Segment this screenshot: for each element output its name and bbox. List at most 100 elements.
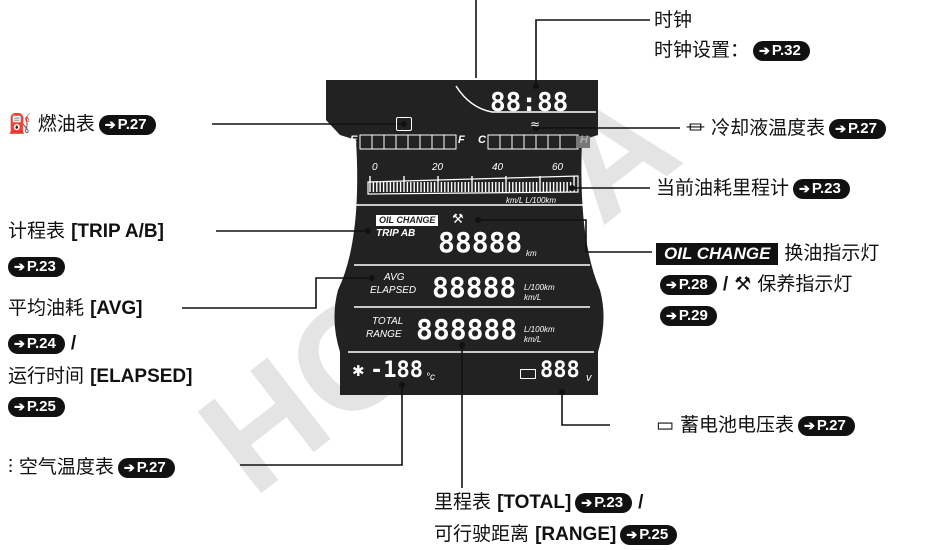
- arrow-icon: ➔: [666, 276, 677, 292]
- trip-ref-text: P.23: [26, 257, 56, 275]
- range-label: 可行驶距离 [RANGE]➔P.25: [434, 522, 678, 547]
- avg-cn-text: 平均油耗: [8, 297, 85, 319]
- slash-1: /: [722, 274, 729, 295]
- snowflake-icon: ✱: [352, 362, 365, 380]
- range-indicator: RANGE: [366, 329, 402, 340]
- current-fuel-label: 当前油耗里程计➔P.23: [656, 176, 850, 200]
- oil-change-box: OIL CHANGE: [656, 243, 779, 265]
- total-unit-lkm: L/100km: [524, 325, 555, 334]
- thermometer-icon: ⫶: [8, 456, 13, 478]
- avg-label: 平均油耗 [AVG]: [8, 296, 142, 321]
- oil-change-text: 换油指示灯: [784, 242, 880, 264]
- trip-ref-row: ➔P.23: [4, 254, 65, 278]
- elapsed-ref-row: ➔P.25: [4, 394, 65, 418]
- oil-ref[interactable]: ➔P.28: [660, 274, 717, 295]
- coolant-ref-text: P.27: [847, 119, 877, 137]
- trip-ref[interactable]: ➔P.23: [8, 256, 65, 277]
- scale-0: 0: [372, 162, 378, 173]
- range-en-text: [RANGE]: [535, 524, 617, 545]
- oil-change-indicator: OIL CHANGE: [376, 215, 439, 226]
- clock-set-ref[interactable]: ➔P.32: [753, 40, 810, 61]
- arrow-icon: ➔: [104, 116, 116, 132]
- battery-unit: v: [586, 372, 592, 384]
- arrow-icon: ➔: [14, 398, 25, 414]
- arrow-icon: ➔: [14, 335, 25, 351]
- trip-label: 计程表 [TRIP A/B]: [8, 219, 164, 244]
- fuel-gauge-bar: [359, 134, 457, 150]
- avg-ref-row: ➔P.24 /: [4, 331, 76, 356]
- scale-40: 40: [492, 162, 504, 173]
- total-en-text: [TOTAL]: [497, 492, 572, 513]
- avg-ref-text: P.24: [26, 334, 56, 352]
- air-ref[interactable]: ➔P.27: [117, 457, 175, 478]
- oil-ref-text: P.28: [678, 275, 708, 293]
- clock-set-label: 时钟设置：➔P.32: [654, 38, 810, 62]
- temp-h-label: H: [580, 134, 588, 146]
- maintenance-label: ➔P.28 / ⚒ 保养指示灯: [656, 272, 852, 297]
- clock-set-text: 时钟设置：: [654, 39, 750, 61]
- fuel-f-label: F: [458, 134, 465, 146]
- avg-ref[interactable]: ➔P.24: [8, 333, 65, 354]
- fuel-ref[interactable]: ➔P.27: [98, 114, 156, 135]
- battery-icon-display: [520, 369, 536, 379]
- current-fuel-ref[interactable]: ➔P.23: [793, 178, 850, 199]
- trip-cn-text: 计程表: [8, 220, 66, 242]
- arrow-icon: ➔: [835, 120, 846, 136]
- maint-ref-row: ➔P.29: [656, 303, 717, 327]
- arrow-icon: ➔: [799, 180, 810, 196]
- fuel-pump-icon: ⛽: [8, 113, 32, 135]
- arrow-icon: ➔: [759, 42, 770, 58]
- instant-fuel-scale: [367, 175, 579, 195]
- trip-digits: 88888: [438, 226, 523, 259]
- temp-c-label: C: [478, 134, 486, 146]
- air-temp-text: 空气温度表: [18, 456, 114, 478]
- leader-dots: [365, 83, 575, 395]
- total-digits: 888888: [416, 313, 518, 346]
- arrow-icon: ➔: [123, 459, 135, 475]
- air-temp-digits: -188: [370, 358, 423, 383]
- total-ref-text: P.23: [594, 493, 624, 511]
- total-label: 里程表 [TOTAL]➔P.23 /: [434, 490, 643, 515]
- battery-ref-text: P.27: [816, 416, 846, 434]
- arrow-icon: ➔: [14, 258, 25, 274]
- elapsed-en-text: [ELAPSED]: [90, 366, 193, 387]
- total-indicator: TOTAL: [372, 316, 404, 327]
- maint-ref[interactable]: ➔P.29: [660, 305, 717, 326]
- avg-digits: 88888: [432, 271, 517, 304]
- current-fuel-ref-text: P.23: [811, 179, 841, 197]
- arrow-icon: ➔: [804, 417, 815, 433]
- fuel-pump-icon: [396, 117, 412, 131]
- air-ref-text: P.27: [136, 458, 166, 476]
- coolant-text: 冷却液温度表: [711, 117, 826, 139]
- arrow-icon: ➔: [581, 494, 593, 510]
- air-temp-label: ⫶ 空气温度表➔P.27: [8, 455, 175, 479]
- air-temp-unit: °c: [426, 372, 435, 383]
- scale-20: 20: [432, 162, 444, 173]
- maint-ref-text: P.29: [678, 306, 708, 324]
- slash-3: /: [638, 492, 644, 513]
- wrench-icon: ⚒: [452, 212, 464, 227]
- coolant-temp-icon: ⏛: [686, 117, 706, 139]
- wrench-icon: ⚒: [734, 273, 752, 295]
- scale-60: 60: [552, 162, 564, 173]
- trip-ab-indicator: TRIP AB: [376, 228, 416, 239]
- coolant-ref[interactable]: ➔P.27: [829, 118, 886, 139]
- leader-lines: [182, 0, 680, 488]
- total-unit-kml: km/L: [524, 335, 542, 344]
- elapsed-ref[interactable]: ➔P.25: [8, 396, 65, 417]
- total-ref[interactable]: ➔P.23: [575, 492, 633, 513]
- range-ref[interactable]: ➔P.25: [620, 524, 678, 545]
- battery-text: 蓄电池电压表: [680, 414, 795, 436]
- avg-unit-lkm: L/100km: [524, 283, 555, 292]
- display-panel: [326, 80, 604, 395]
- fuel-e-label: E: [350, 134, 358, 146]
- trip-unit: km: [526, 249, 537, 258]
- clock-label: 时钟: [654, 9, 693, 31]
- arrow-icon: ➔: [666, 307, 677, 323]
- slash-2: /: [70, 333, 77, 354]
- total-cn-text: 里程表: [434, 491, 492, 513]
- battery-ref[interactable]: ➔P.27: [798, 415, 855, 436]
- clock-set-ref-text: P.32: [771, 41, 801, 59]
